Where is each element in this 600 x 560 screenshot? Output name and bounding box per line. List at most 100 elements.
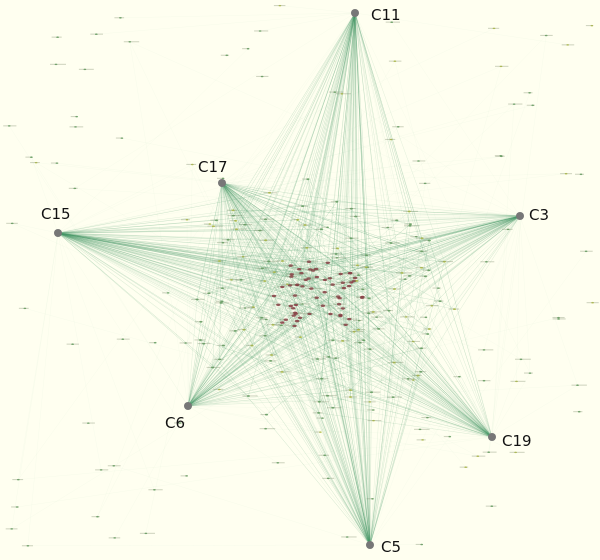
- hub-node-c19[interactable]: C19: [488, 432, 532, 450]
- graph-node[interactable]: [322, 290, 327, 294]
- graph-node[interactable]: [295, 283, 300, 287]
- graph-node[interactable]: [272, 271, 276, 273]
- graph-node[interactable]: [190, 163, 194, 166]
- graph-node[interactable]: [319, 431, 322, 433]
- graph-node[interactable]: [367, 297, 371, 300]
- graph-node[interactable]: [309, 287, 314, 290]
- graph-node[interactable]: [367, 312, 371, 315]
- graph-node[interactable]: [591, 301, 594, 304]
- graph-node[interactable]: [279, 324, 283, 327]
- graph-node[interactable]: [293, 303, 299, 307]
- graph-node[interactable]: [448, 435, 452, 438]
- graph-node[interactable]: [317, 412, 321, 414]
- graph-node[interactable]: [514, 451, 517, 454]
- graph-node[interactable]: [341, 286, 347, 290]
- graph-node[interactable]: [214, 219, 218, 222]
- graph-node[interactable]: [226, 238, 230, 241]
- graph-node[interactable]: [356, 328, 360, 331]
- graph-node[interactable]: [482, 379, 486, 382]
- graph-node[interactable]: [83, 68, 87, 71]
- graph-node[interactable]: [371, 311, 375, 313]
- graph-node[interactable]: [217, 260, 221, 262]
- graph-node[interactable]: [330, 283, 335, 286]
- graph-node[interactable]: [544, 34, 548, 37]
- graph-node[interactable]: [368, 348, 372, 350]
- graph-node[interactable]: [357, 319, 361, 322]
- graph-node[interactable]: [292, 324, 297, 328]
- graph-node[interactable]: [292, 294, 298, 297]
- graph-node[interactable]: [352, 330, 356, 333]
- graph-node[interactable]: [243, 223, 247, 226]
- graph-node[interactable]: [128, 41, 132, 43]
- graph-node[interactable]: [120, 137, 124, 139]
- graph-node[interactable]: [395, 219, 399, 222]
- graph-node[interactable]: [73, 187, 77, 190]
- graph-node[interactable]: [389, 138, 393, 141]
- graph-node[interactable]: [419, 347, 424, 350]
- graph-node[interactable]: [55, 162, 59, 164]
- graph-node[interactable]: [56, 36, 59, 38]
- graph-node[interactable]: [26, 545, 30, 547]
- graph-node[interactable]: [15, 506, 19, 508]
- graph-node[interactable]: [280, 371, 284, 373]
- graph-node[interactable]: [590, 24, 594, 27]
- graph-node[interactable]: [411, 379, 415, 381]
- graph-node[interactable]: [239, 278, 243, 281]
- graph-node[interactable]: [303, 278, 308, 282]
- graph-node[interactable]: [337, 296, 342, 300]
- graph-node[interactable]: [269, 360, 273, 362]
- graph-node[interactable]: [306, 178, 310, 180]
- graph-node[interactable]: [267, 191, 272, 194]
- graph-node[interactable]: [349, 281, 354, 284]
- graph-node[interactable]: [406, 378, 410, 380]
- graph-node[interactable]: [557, 316, 560, 319]
- graph-node[interactable]: [566, 44, 570, 46]
- graph-node[interactable]: [355, 264, 359, 267]
- graph-node[interactable]: [260, 267, 264, 270]
- graph-node[interactable]: [230, 279, 233, 281]
- graph-node[interactable]: [390, 21, 394, 23]
- graph-node[interactable]: [419, 370, 423, 373]
- graph-node[interactable]: [361, 288, 365, 291]
- graph-node[interactable]: [386, 226, 390, 229]
- graph-node[interactable]: [301, 205, 305, 207]
- graph-node[interactable]: [298, 336, 303, 338]
- graph-node[interactable]: [349, 207, 353, 210]
- graph-node[interactable]: [184, 342, 188, 344]
- graph-node[interactable]: [427, 239, 431, 242]
- graph-node[interactable]: [557, 318, 560, 320]
- graph-node[interactable]: [86, 422, 90, 424]
- graph-node[interactable]: [391, 396, 395, 398]
- graph-node[interactable]: [71, 343, 74, 345]
- graph-node[interactable]: [375, 316, 379, 318]
- graph-node[interactable]: [408, 224, 412, 227]
- graph-node[interactable]: [420, 250, 424, 253]
- graph-node[interactable]: [400, 272, 404, 274]
- graph-node[interactable]: [283, 318, 288, 321]
- hub-dot-c17[interactable]: [218, 179, 226, 187]
- graph-node[interactable]: [458, 375, 461, 378]
- graph-node[interactable]: [225, 54, 229, 57]
- graph-node[interactable]: [211, 225, 215, 228]
- graph-node[interactable]: [250, 344, 254, 347]
- graph-node[interactable]: [264, 427, 267, 430]
- graph-node[interactable]: [360, 296, 365, 299]
- graph-node[interactable]: [417, 160, 420, 162]
- graph-node[interactable]: [303, 224, 307, 226]
- graph-node[interactable]: [408, 223, 412, 225]
- graph-node[interactable]: [411, 340, 415, 343]
- graph-node[interactable]: [403, 278, 407, 280]
- graph-node[interactable]: [299, 271, 304, 275]
- graph-node[interactable]: [420, 543, 424, 546]
- graph-node[interactable]: [354, 215, 358, 218]
- graph-node[interactable]: [270, 354, 274, 356]
- graph-node[interactable]: [113, 537, 117, 539]
- graph-node[interactable]: [364, 266, 368, 269]
- graph-node[interactable]: [393, 60, 397, 62]
- graph-node[interactable]: [430, 304, 434, 307]
- graph-node[interactable]: [178, 422, 182, 424]
- graph-node[interactable]: [94, 33, 98, 35]
- graph-node[interactable]: [427, 328, 431, 330]
- graph-node[interactable]: [584, 250, 588, 253]
- graph-node[interactable]: [231, 209, 235, 212]
